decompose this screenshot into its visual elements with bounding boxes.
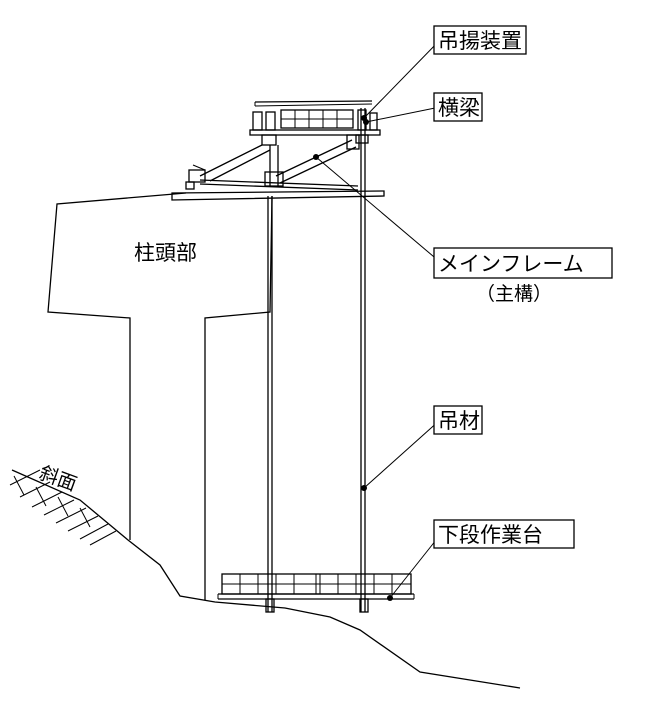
label-main-frame: メインフレーム （主構） (433, 247, 613, 305)
pier-head-outline (47, 192, 273, 600)
main-frame-sublabel: （主構） (476, 283, 552, 305)
label-hoist-device: 吊揚装置 (433, 25, 527, 55)
main-frame (171, 134, 385, 201)
hanger-label: 吊材 (438, 409, 480, 433)
label-cross-beam: 横梁 (433, 92, 483, 122)
hoist-device-label: 吊揚装置 (438, 29, 522, 53)
lower-platform (217, 573, 415, 613)
label-lower-platform: 下段作業台 (433, 519, 575, 549)
cross-beam-label: 横梁 (438, 96, 480, 120)
hangers (267, 108, 366, 612)
main-frame-label: メインフレーム (438, 252, 584, 276)
leader-lines (315, 39, 441, 599)
top-deck (249, 100, 381, 146)
lower-platform-label: 下段作業台 (438, 523, 543, 547)
pier-head-label: 柱頭部 (134, 241, 197, 265)
leader-dots (313, 115, 393, 601)
slope-hatching (9, 469, 117, 546)
ground-line (11, 469, 521, 689)
label-hanger: 吊材 (433, 405, 483, 435)
